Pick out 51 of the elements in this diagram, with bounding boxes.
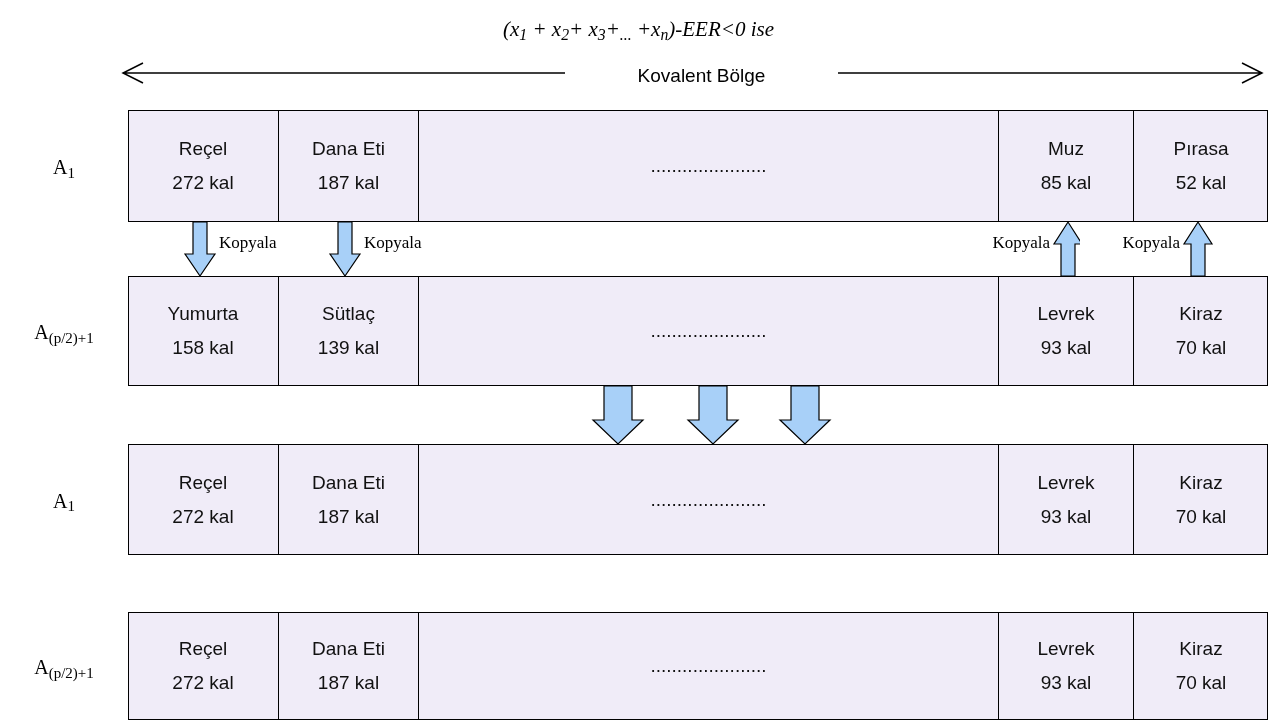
- cell-text: 93 kal: [1040, 671, 1092, 695]
- cell-text: Dana Eti: [312, 470, 385, 495]
- cell-text: Yumurta: [167, 302, 239, 326]
- block-arrow: [1182, 220, 1214, 277]
- cell-text: Dana Eti: [312, 637, 385, 661]
- formula-title: (x$_{1}$ + x$_{2}$+ x$_{3}$+$_{...}$ +x$_{n}$)-EER<0 ise: [502, 16, 775, 45]
- cell-text: 272 kal: [172, 671, 234, 695]
- cell-text: ......................: [650, 487, 767, 512]
- cell-text: Kiraz: [1179, 302, 1223, 326]
- row-label: A$_{(p/2)+1}$: [33, 655, 95, 682]
- cell-text: Reçel: [178, 137, 228, 161]
- cell-text: Pırasa: [1173, 137, 1229, 161]
- cell-text: Levrek: [1037, 470, 1095, 495]
- cell-text: 70 kal: [1175, 504, 1227, 529]
- block-arrow: [778, 385, 832, 445]
- cell-text: Reçel: [178, 470, 228, 495]
- cell-text: Kiraz: [1179, 470, 1223, 495]
- block-arrow: [328, 221, 362, 278]
- cell-text: 93 kal: [1040, 336, 1092, 360]
- cell-text: 272 kal: [172, 171, 234, 195]
- array-row: [128, 276, 1268, 386]
- row-label: A$_{1}$: [52, 155, 76, 182]
- block-arrow: [183, 221, 217, 278]
- cell-text: Sütlaç: [322, 302, 375, 326]
- row-label: A$_{1}$: [52, 488, 76, 516]
- cell-text: 158 kal: [172, 336, 234, 360]
- cell-text: ......................: [650, 319, 767, 343]
- cell-text: Kiraz: [1179, 637, 1223, 661]
- cell-text: Levrek: [1037, 637, 1095, 661]
- block-arrow: [686, 385, 740, 445]
- cell-text: ......................: [650, 654, 767, 678]
- cell-text: Levrek: [1037, 302, 1095, 326]
- row-label: A$_{(p/2)+1}$: [33, 320, 95, 347]
- array-row: [128, 110, 1268, 222]
- cell-text: 139 kal: [317, 336, 380, 360]
- cell-text: Reçel: [178, 637, 228, 661]
- cell-text: 187 kal: [317, 171, 380, 195]
- cell-text: 70 kal: [1175, 671, 1227, 695]
- array-row: [128, 612, 1268, 720]
- cell-text: 85 kal: [1040, 171, 1092, 195]
- array-row: [128, 444, 1268, 555]
- cell-text: 70 kal: [1175, 336, 1227, 360]
- block-arrow: [591, 385, 645, 445]
- cell-text: Muz: [1048, 137, 1084, 161]
- cell-text: Dana Eti: [312, 137, 385, 161]
- cell-text: 93 kal: [1040, 504, 1092, 529]
- cell-text: 272 kal: [172, 504, 234, 529]
- cell-text: 52 kal: [1175, 171, 1227, 195]
- cell-text: 187 kal: [317, 504, 380, 529]
- cell-text: 187 kal: [317, 671, 380, 695]
- cell-text: ......................: [650, 154, 767, 178]
